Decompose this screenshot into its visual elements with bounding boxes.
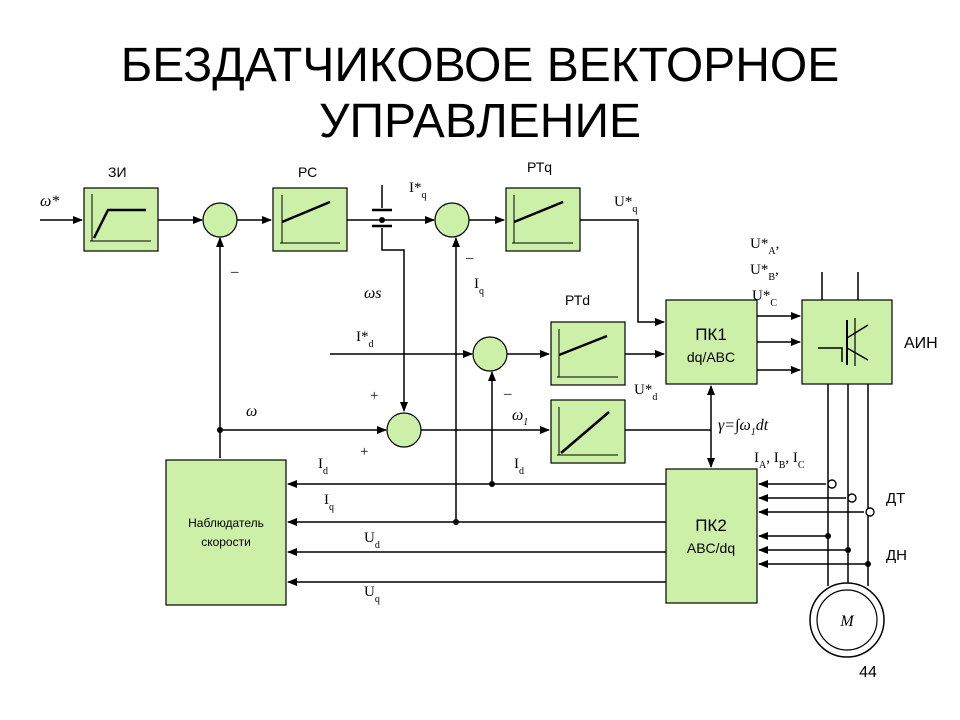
- omega-ref-label: ω*: [40, 193, 59, 210]
- omega-label: ω: [246, 403, 257, 420]
- pk1-label: ПК1: [695, 325, 727, 344]
- rtd-label: РТd: [565, 292, 590, 308]
- obs-ud-label: Ud: [364, 530, 380, 551]
- rtd-block: [550, 321, 626, 386]
- sign-plus-top: +: [370, 388, 378, 404]
- sign-plus-bottom: +: [360, 444, 368, 460]
- title-line-1: БЕЗДАТЧИКОВОЕ ВЕКТОРНОЕ: [120, 39, 840, 92]
- sum-omega1: [386, 412, 422, 448]
- rtq-block: [505, 187, 581, 252]
- ud-ref-label: U*d: [634, 382, 657, 403]
- wire-rtq-pk1: [580, 219, 665, 326]
- sum-speed: [202, 202, 238, 238]
- uq-ref-label: U*q: [614, 194, 637, 215]
- motor-inner: [816, 589, 878, 651]
- iq-fb-label: Iq: [474, 276, 484, 297]
- ain-block: [801, 299, 893, 385]
- obs-uq-label: Uq: [364, 584, 380, 605]
- zi-label: ЗИ: [108, 164, 127, 180]
- sum-iq: [434, 202, 470, 238]
- sign-minus-iq: –: [465, 250, 474, 266]
- pk1-sublabel: dq/ABC: [687, 349, 735, 365]
- title-line-2: УПРАВЛЕНИЕ: [319, 95, 641, 148]
- dt-label: ДТ: [886, 490, 905, 507]
- id-ref-label: I*d: [356, 329, 374, 350]
- wire-omega-s: [381, 228, 408, 412]
- pk2-label: ПК2: [695, 516, 727, 535]
- observer-block: [165, 459, 287, 606]
- ain-label: АИН: [904, 335, 938, 352]
- rs-block: [272, 187, 348, 252]
- motor-label: M: [839, 613, 855, 630]
- dn-label: ДН: [886, 547, 907, 564]
- rs-label: РС: [298, 164, 317, 180]
- obs-id-label: Id: [318, 456, 328, 477]
- pk1-block: [665, 299, 758, 385]
- sign-minus-speed: –: [230, 264, 239, 280]
- omega-s-label: ωs: [364, 285, 382, 302]
- omega1-label: ω1: [512, 407, 528, 428]
- observer-label-1: Наблюдатель: [188, 516, 264, 530]
- pk2-block: [665, 468, 758, 604]
- observer-label-2: скорости: [201, 535, 251, 549]
- integrator-block: [550, 399, 626, 464]
- ub-ref-label: U*B,: [750, 262, 779, 283]
- sign-minus-id: –: [503, 386, 512, 402]
- iabc-label: IA, IB, IC: [754, 450, 805, 471]
- slide-title: БЕЗДАТЧИКОВОЕ ВЕКТОРНОЕ УПРАВЛЕНИЕ: [0, 38, 960, 150]
- pk2-sublabel: ABC/dq: [687, 540, 735, 556]
- obs-iq-label: Iq: [324, 492, 334, 513]
- gamma-label: γ=∫ω1dt: [718, 417, 769, 438]
- ua-ref-label: U*A,: [750, 236, 779, 257]
- uc-ref-label: U*C: [752, 288, 777, 309]
- rtq-label: РТq: [527, 159, 552, 175]
- sum-id: [472, 336, 508, 372]
- iq-ref-label: I*q: [409, 180, 427, 201]
- zi-block: [83, 187, 159, 252]
- id-fb-label: Id: [514, 456, 524, 477]
- page-number: 44: [859, 664, 877, 681]
